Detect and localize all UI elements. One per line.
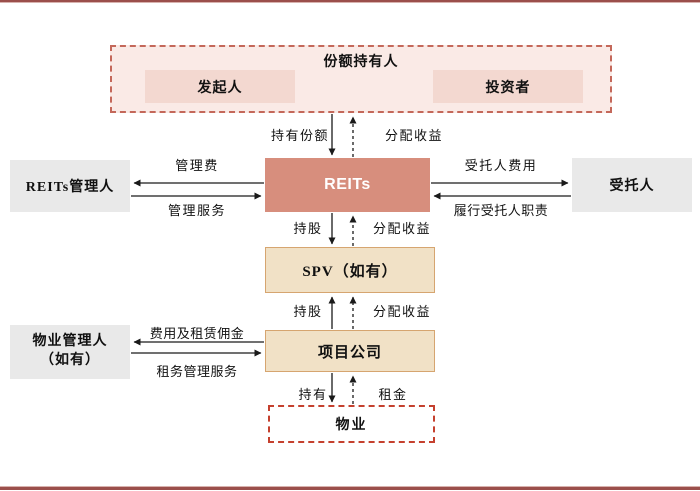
node-property-label: 物业	[335, 418, 368, 433]
edge-label-management-service: 管理服务	[167, 203, 227, 218]
node-investors: 投资者	[433, 70, 583, 103]
node-property-manager: 物业管理人 （如有）	[10, 325, 130, 379]
node-reits-label: REITs	[324, 176, 371, 193]
edge-label-management-fee: 管理费	[175, 158, 219, 173]
node-property-manager-label-line2: （如有）	[40, 353, 100, 368]
edge-label-distribute-income-mid: 分配收益	[372, 221, 432, 236]
top-rule-line	[0, 0, 700, 3]
node-trustee-label: 受托人	[609, 179, 655, 194]
edge-label-rent: 租金	[378, 387, 408, 402]
node-reits-manager-label: REITs管理人	[25, 180, 115, 195]
edge-label-hold-shares-upper: 持股	[293, 221, 323, 236]
node-property: 物业	[268, 405, 435, 443]
node-trustee: 受托人	[572, 158, 692, 212]
node-investors-label: 投资者	[485, 80, 531, 96]
node-spv-label: SPV（如有）	[302, 263, 398, 280]
node-project-company-label: 项目公司	[317, 344, 382, 361]
edge-label-hold-property: 持有	[298, 387, 328, 402]
edge-label-distribute-income-top: 分配收益	[384, 128, 444, 143]
edge-label-fees-leasing-commission: 费用及租赁佣金	[149, 326, 245, 341]
node-unit-holders: 份额持有人 发起人 投资者	[110, 45, 612, 113]
bottom-rule-line	[0, 486, 700, 490]
node-project-company: 项目公司	[265, 330, 435, 372]
edge-label-leasing-management-service: 租务管理服务	[156, 364, 238, 379]
node-reits-manager: REITs管理人	[10, 160, 130, 212]
edge-label-distribute-income-lower: 分配收益	[372, 304, 432, 319]
node-property-manager-label-line1: 物业管理人	[32, 334, 108, 350]
edge-label-trustee-fee: 受托人费用	[464, 158, 538, 173]
node-originator: 发起人	[145, 70, 295, 103]
edge-label-trustee-duty: 履行受托人职责	[453, 203, 549, 218]
edge-label-hold-units: 持有份额	[270, 128, 330, 143]
edge-label-hold-shares-lower: 持股	[293, 304, 323, 319]
node-originator-label: 发起人	[197, 80, 243, 96]
node-reits: REITs	[265, 158, 430, 212]
node-unit-holders-label: 份额持有人	[323, 55, 399, 70]
node-spv: SPV（如有）	[265, 247, 435, 293]
